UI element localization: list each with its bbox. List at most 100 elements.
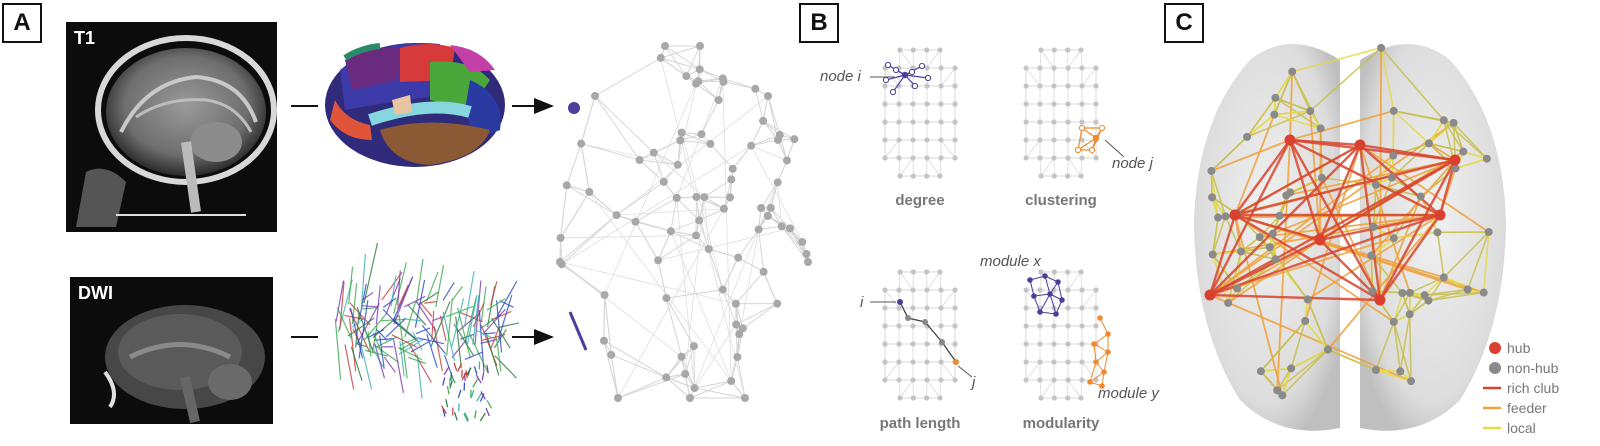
network-edge	[689, 380, 732, 399]
graph-node	[938, 137, 944, 143]
fibre	[476, 392, 483, 402]
network-node	[659, 177, 668, 186]
legend: hub non-hub rich club feeder local	[1483, 340, 1559, 436]
clustering-graph	[1023, 47, 1106, 179]
network-node	[695, 216, 704, 225]
local-edge	[1408, 314, 1412, 382]
fibre	[350, 346, 363, 381]
graph-node	[897, 269, 903, 275]
non-hub-node	[1224, 298, 1233, 307]
graph-node	[1079, 137, 1085, 143]
graph-edge	[1040, 49, 1055, 69]
feeder-edge	[1370, 159, 1456, 257]
graph-node	[924, 101, 930, 107]
fibre	[398, 338, 424, 355]
local-edge	[1246, 113, 1275, 138]
local-edge	[1306, 299, 1329, 350]
network-edge	[653, 152, 705, 198]
degree-neighbor	[911, 82, 919, 90]
fibre	[495, 300, 503, 353]
feeder-edge	[1359, 144, 1490, 233]
non-hub-node	[1273, 386, 1282, 395]
graph-node	[938, 101, 944, 107]
fibre	[467, 367, 472, 376]
network-edge	[685, 45, 701, 77]
graph-node	[910, 101, 916, 107]
graph-node	[1051, 65, 1057, 71]
path-node	[953, 359, 959, 365]
fibre	[472, 295, 480, 345]
fibre	[335, 280, 345, 322]
graph-node	[1037, 137, 1043, 143]
fibre	[414, 279, 426, 328]
network-edge	[698, 80, 724, 83]
graph-edge	[926, 379, 941, 399]
fibre	[451, 298, 465, 347]
fibre	[361, 305, 378, 308]
graph-node	[1038, 395, 1044, 401]
graph-node	[952, 341, 958, 347]
module-y-node	[1105, 331, 1111, 337]
graph-edge	[1081, 361, 1097, 381]
hub-node	[1434, 209, 1446, 221]
highlighted-node	[568, 102, 580, 114]
graph-node	[882, 287, 888, 293]
fibre	[449, 380, 453, 389]
local-edge	[1291, 71, 1311, 112]
graph-edge	[939, 379, 942, 399]
local-edge	[1393, 321, 1412, 382]
graph-node	[952, 323, 958, 329]
network-node	[759, 267, 768, 276]
fibre	[486, 400, 492, 409]
network-edge	[664, 45, 701, 70]
network-edge	[635, 197, 677, 223]
hub-node	[1374, 294, 1386, 306]
network-edge	[617, 376, 667, 399]
graph-edge	[939, 157, 942, 177]
graph-edge	[1080, 157, 1083, 177]
fibre	[480, 391, 486, 400]
network-edge	[594, 95, 640, 161]
module-y-node	[1099, 383, 1105, 389]
fibre	[339, 281, 345, 330]
graph-node	[952, 155, 958, 161]
local-edge	[1443, 231, 1490, 278]
degree-neighbor	[884, 61, 892, 69]
network-edge	[639, 159, 678, 166]
module-x-edge	[1057, 281, 1063, 301]
module-x-node	[1037, 309, 1043, 315]
fibre	[446, 386, 450, 395]
fibre	[461, 372, 467, 381]
network-node	[690, 384, 699, 393]
network-edge	[566, 184, 617, 216]
local-edge	[1436, 232, 1445, 278]
non-hub-node	[1275, 211, 1284, 220]
feeder-edge	[1321, 177, 1381, 301]
network-edge	[737, 229, 760, 258]
non-hub-node	[1287, 364, 1296, 373]
network-node	[691, 231, 700, 240]
graph-node	[896, 101, 902, 107]
network-edge	[616, 181, 665, 216]
network-node	[612, 211, 621, 220]
graph-node	[938, 119, 944, 125]
fibre	[486, 364, 489, 374]
fibre	[439, 315, 447, 342]
network-edge	[657, 231, 672, 261]
fibre	[492, 310, 512, 321]
graph-node	[897, 395, 903, 401]
fibre	[472, 378, 479, 388]
graph-node	[1023, 155, 1029, 161]
graph-edge	[926, 157, 941, 177]
network-edge	[698, 208, 725, 221]
fibre	[430, 301, 451, 347]
graph-edge	[884, 361, 900, 381]
network-edge	[653, 152, 679, 166]
non-hub-node	[1301, 316, 1310, 325]
graph-node	[952, 101, 958, 107]
graph-node	[896, 305, 902, 311]
rich-club-edge	[1234, 143, 1361, 217]
network-edge	[680, 139, 711, 145]
fibre	[442, 282, 455, 301]
network-edge	[670, 219, 700, 232]
